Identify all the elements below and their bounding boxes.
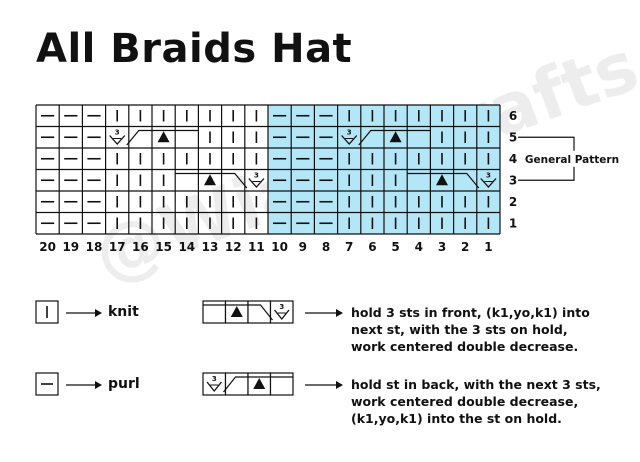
cable-line bbox=[126, 129, 199, 146]
column-number: 19 bbox=[62, 240, 79, 254]
triangle-symbol bbox=[204, 174, 216, 186]
column-number: 9 bbox=[299, 240, 307, 254]
column-number: 4 bbox=[415, 240, 423, 254]
cable-left-line-3: (k1,yo,k1) into the st on hold. bbox=[351, 411, 562, 426]
column-number: 16 bbox=[132, 240, 149, 254]
increase-number: 3 bbox=[347, 129, 352, 137]
legend-cable-right-cell bbox=[269, 300, 294, 324]
legend-cable-right-cell bbox=[247, 300, 272, 324]
knit-label: knit bbox=[108, 304, 139, 320]
page-title: All Braids Hat bbox=[36, 26, 353, 72]
cable-line bbox=[223, 376, 293, 393]
column-number: 11 bbox=[248, 240, 265, 254]
column-number: 20 bbox=[39, 240, 56, 254]
general-pattern-label-bg bbox=[529, 150, 615, 167]
legend-cable-right-cell bbox=[202, 300, 227, 324]
column-number: 10 bbox=[271, 240, 288, 254]
legend-cable-left-cell bbox=[224, 372, 249, 396]
column-number: 5 bbox=[391, 240, 399, 254]
purl-arrow-head bbox=[95, 381, 102, 389]
knit-arrow-head bbox=[95, 309, 102, 317]
triangle-symbol bbox=[389, 131, 402, 143]
column-number: 17 bbox=[109, 240, 126, 254]
cable-line bbox=[203, 304, 273, 321]
cable-line bbox=[358, 129, 431, 146]
increase-number: 3 bbox=[486, 172, 491, 180]
general-pattern-label: General Pattern bbox=[525, 154, 619, 166]
cable-right-description: hold 3 sts in front, (k1,yo,k1) into nex… bbox=[351, 304, 590, 355]
triangle-symbol bbox=[157, 131, 170, 143]
cable-left-description: hold st in back, with the next 3 sts, wo… bbox=[351, 376, 601, 427]
cable-right-arrow-head bbox=[336, 309, 343, 317]
column-number: 18 bbox=[86, 240, 103, 254]
increase-symbol bbox=[109, 135, 126, 145]
column-number: 2 bbox=[461, 240, 469, 254]
column-number: 12 bbox=[225, 240, 242, 254]
increase-symbol bbox=[273, 309, 290, 321]
cable-left-arrow-head bbox=[336, 381, 343, 389]
triangle-symbol bbox=[230, 306, 243, 317]
increase-symbol bbox=[341, 135, 358, 145]
triangle-symbol bbox=[436, 174, 448, 186]
row-number: 2 bbox=[509, 195, 517, 209]
triangle-symbol bbox=[253, 378, 266, 389]
increase-symbol bbox=[248, 178, 265, 188]
legend-cable-left-cell bbox=[269, 372, 294, 396]
column-number: 6 bbox=[368, 240, 376, 254]
column-number: 8 bbox=[322, 240, 330, 254]
increase-number: 3 bbox=[254, 172, 259, 180]
cable-left-line-1: hold st in back, with the next 3 sts, bbox=[351, 377, 601, 392]
cable-right-line-2: next st, with the 3 sts on hold, bbox=[351, 322, 568, 337]
cable-line bbox=[175, 172, 248, 189]
row-number: 3 bbox=[509, 173, 517, 187]
row-number: 4 bbox=[509, 152, 517, 166]
column-number: 14 bbox=[178, 240, 195, 254]
row-number: 1 bbox=[509, 216, 517, 230]
column-number: 3 bbox=[438, 240, 446, 254]
cable-line bbox=[407, 172, 480, 189]
row-number: 5 bbox=[509, 130, 517, 144]
cable-right-line-1: hold 3 sts in front, (k1,yo,k1) into bbox=[351, 305, 590, 320]
column-number: 1 bbox=[484, 240, 492, 254]
cable-left-line-2: work centered double decrease, bbox=[351, 394, 579, 409]
increase-symbol bbox=[206, 381, 223, 393]
column-number: 7 bbox=[345, 240, 353, 254]
increase-number: 3 bbox=[279, 303, 284, 311]
cable-right-line-3: work centered double decrease. bbox=[351, 339, 579, 354]
increase-number: 3 bbox=[115, 129, 120, 137]
column-number: 13 bbox=[202, 240, 219, 254]
column-number: 15 bbox=[155, 240, 172, 254]
increase-symbol bbox=[480, 178, 497, 188]
row-number: 6 bbox=[509, 109, 517, 123]
increase-number: 3 bbox=[212, 375, 217, 383]
purl-label: purl bbox=[108, 376, 140, 392]
